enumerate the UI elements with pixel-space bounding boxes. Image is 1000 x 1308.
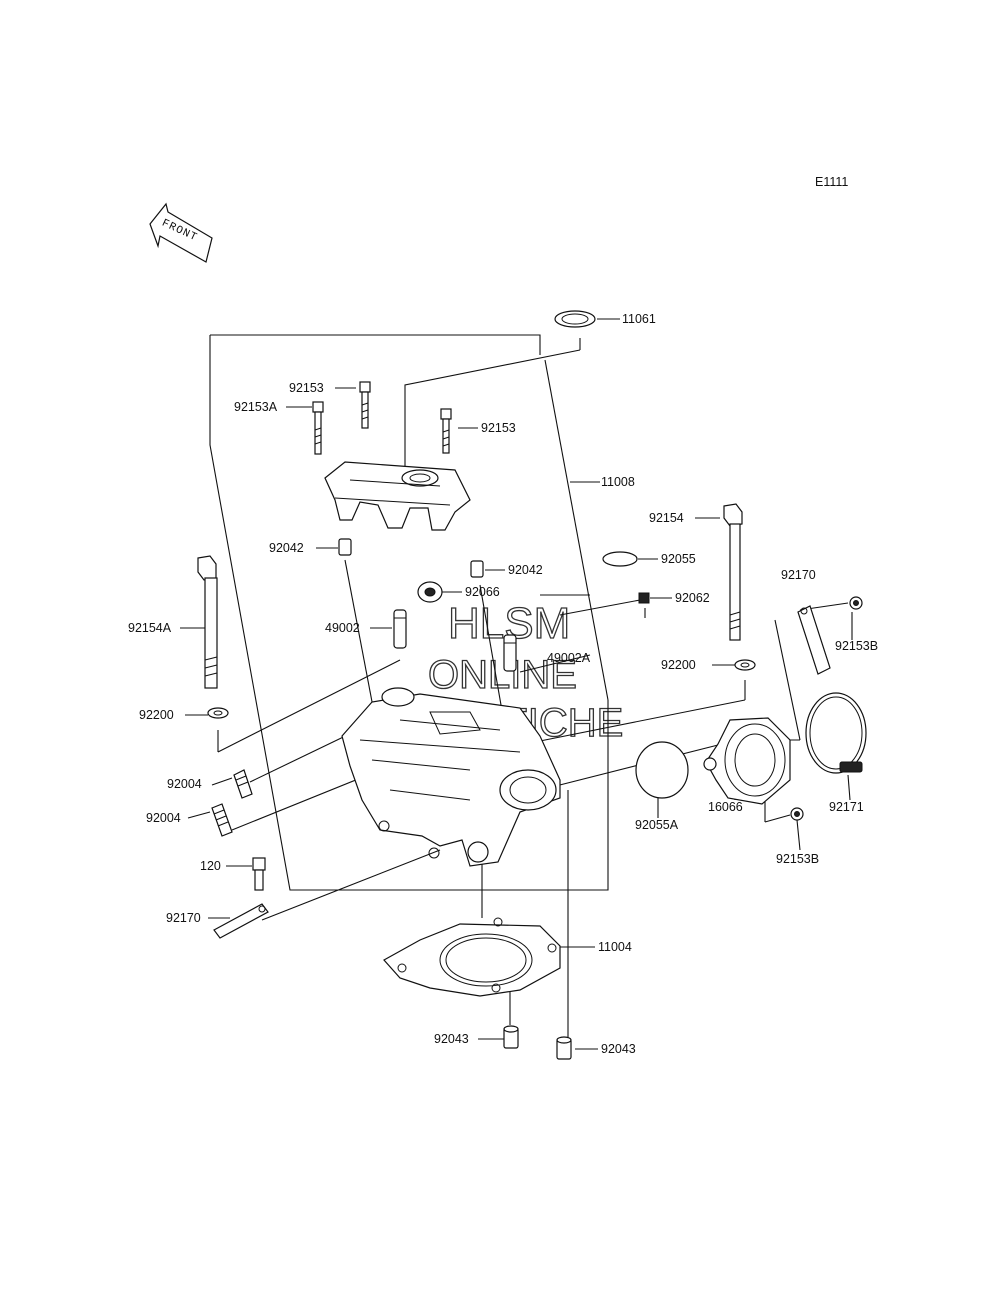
label-92153-left[interactable]: 92153 <box>289 381 324 395</box>
part-bolt-92153-right[interactable] <box>440 408 452 454</box>
part-clamp-92171[interactable] <box>805 692 867 774</box>
label-92042-right[interactable]: 92042 <box>508 563 543 577</box>
part-bolt-92153-left[interactable] <box>359 381 371 429</box>
watermark-line2: ONLINE <box>428 653 577 697</box>
label-11004[interactable]: 11004 <box>598 940 632 954</box>
part-cylinder-head[interactable] <box>341 687 561 867</box>
label-92153-right[interactable]: 92153 <box>481 421 516 435</box>
label-49002[interactable]: 49002 <box>325 621 360 635</box>
label-92004-upper[interactable]: 92004 <box>167 777 202 791</box>
label-16066[interactable]: 16066 <box>708 800 743 814</box>
part-stay-92170-lower[interactable] <box>213 903 269 939</box>
label-92153A[interactable]: 92153A <box>234 400 278 414</box>
label-92062[interactable]: 92062 <box>675 591 710 605</box>
part-stay-92170-right[interactable] <box>797 605 831 675</box>
label-92153B-upper[interactable]: 92153B <box>835 639 878 653</box>
part-bolt-92153A[interactable] <box>312 401 324 455</box>
part-bolt-92153B-upper[interactable] <box>849 596 863 610</box>
label-92066[interactable]: 92066 <box>465 585 500 599</box>
part-dowel-92043-right[interactable] <box>556 1036 572 1060</box>
part-dowel-92042-left[interactable] <box>338 538 352 556</box>
label-92042-left[interactable]: 92042 <box>269 541 304 555</box>
diagram-code: E1111 <box>815 175 848 189</box>
part-bolt-120[interactable] <box>252 857 266 891</box>
part-gasket-11004[interactable] <box>383 917 561 997</box>
part-11061-seal[interactable] <box>554 310 596 328</box>
front-arrow-icon: FRONT <box>149 202 213 263</box>
part-bolt-92154[interactable] <box>723 503 743 641</box>
label-92200-right[interactable]: 92200 <box>661 658 696 672</box>
part-bolt-92154A[interactable] <box>197 555 218 689</box>
part-dowel-92043-left[interactable] <box>503 1025 519 1049</box>
part-washer-92200-right[interactable] <box>734 659 756 671</box>
label-92043-right[interactable]: 92043 <box>601 1042 636 1056</box>
label-92170-right[interactable]: 92170 <box>781 568 816 582</box>
part-guide-49002A[interactable] <box>503 634 517 672</box>
label-92055A[interactable]: 92055A <box>635 818 679 832</box>
part-guide-49002[interactable] <box>393 609 407 649</box>
part-plug-92062[interactable] <box>638 592 650 604</box>
label-92004-lower[interactable]: 92004 <box>146 811 181 825</box>
part-camshaft-cap[interactable] <box>324 461 471 531</box>
label-49002A[interactable]: 49002A <box>547 651 591 665</box>
part-dowel-92042-right[interactable] <box>470 560 484 578</box>
label-120[interactable]: 120 <box>200 859 221 873</box>
part-labels: 11061 92153 92153A 92153 11008 92154 920… <box>128 312 878 1056</box>
label-92043-left[interactable]: 92043 <box>434 1032 469 1046</box>
part-bolt-92153B-lower[interactable] <box>790 807 804 821</box>
part-holder-16066[interactable] <box>703 717 791 805</box>
label-11008[interactable]: 11008 <box>601 475 635 489</box>
part-oring-92055[interactable] <box>602 551 638 567</box>
part-stud-92004-upper[interactable] <box>233 769 253 799</box>
label-92170-lower[interactable]: 92170 <box>166 911 201 925</box>
label-92200-left[interactable]: 92200 <box>139 708 174 722</box>
label-92154[interactable]: 92154 <box>649 511 684 525</box>
label-92154A[interactable]: 92154A <box>128 621 172 635</box>
part-stud-92004-lower[interactable] <box>211 803 233 837</box>
label-11061[interactable]: 11061 <box>622 312 656 326</box>
label-92055[interactable]: 92055 <box>661 552 696 566</box>
label-92153B-lower[interactable]: 92153B <box>776 852 819 866</box>
part-washer-92200-left[interactable] <box>207 707 229 719</box>
label-92171[interactable]: 92171 <box>829 800 864 814</box>
part-oring-92055A[interactable] <box>635 741 689 799</box>
part-grommet-92066[interactable] <box>417 581 443 603</box>
